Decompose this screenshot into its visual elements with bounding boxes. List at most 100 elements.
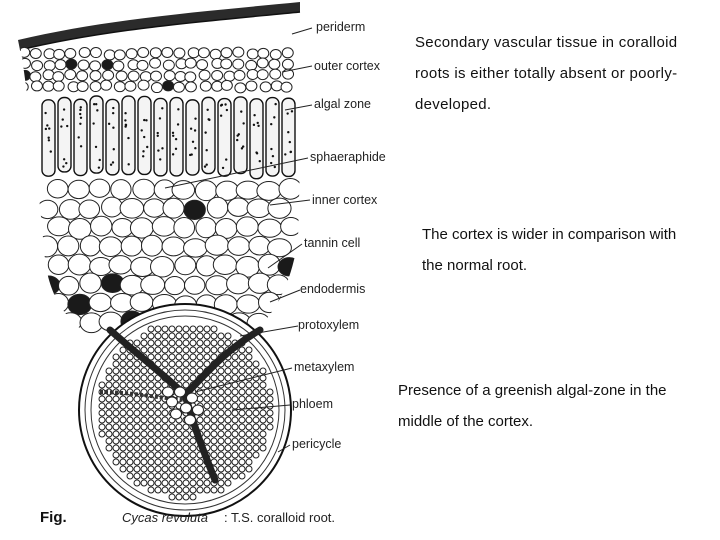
phloem-cell: [231, 458, 239, 466]
phloem-cell: [182, 346, 190, 354]
phloem-cell: [217, 388, 225, 396]
cortex-cell: [58, 199, 82, 220]
cortex-cell: [140, 274, 166, 295]
algal-granule: [174, 147, 178, 151]
algal-granule: [97, 166, 101, 169]
phloem-cell: [182, 332, 190, 340]
phloem-cell: [182, 472, 190, 480]
phloem-cell: [238, 360, 246, 368]
phloem-cell: [217, 437, 225, 445]
phloem-cell: [112, 458, 120, 466]
phloem-cell: [252, 381, 260, 389]
cortex-cell: [197, 47, 210, 59]
algal-granule: [286, 112, 289, 115]
phloem-cell: [203, 346, 211, 354]
phloem-cell: [224, 416, 232, 424]
phloem-cell: [147, 479, 155, 487]
phloem-cell: [182, 465, 190, 473]
phloem-cell: [182, 381, 190, 389]
cortex-cell: [36, 311, 61, 333]
note-cortex-width: The cortex is wider in comparison with t…: [422, 219, 717, 281]
cortex-cell: [46, 179, 69, 199]
algal-granule: [258, 159, 261, 163]
phloem-cell: [119, 381, 127, 389]
algal-granule: [79, 116, 83, 119]
phloem-cell: [210, 416, 218, 424]
phloem-cell: [238, 381, 246, 389]
algal-granule: [62, 108, 66, 111]
phloem-cell: [140, 479, 148, 487]
algal-granule: [290, 110, 294, 113]
cortex-cell: [204, 234, 230, 256]
phloem-cell: [147, 444, 155, 452]
cortex-cell: [227, 236, 251, 256]
phloem-cell: [105, 423, 113, 431]
cortex-cell: [120, 235, 143, 257]
cortex-cell: [98, 236, 123, 257]
algal-granule: [236, 138, 239, 142]
cortex-cell: [281, 58, 294, 70]
cortex-cell: [246, 68, 259, 80]
phloem-cell: [189, 353, 197, 361]
phloem-cell: [133, 430, 141, 438]
cortex-cell: [47, 292, 70, 314]
cortex-cell: [78, 46, 91, 58]
phloem-cell: [245, 388, 253, 396]
cortex-cell: [266, 274, 290, 296]
phloem-cell: [217, 409, 225, 417]
phloem-cell: [203, 332, 211, 340]
cortex-cell: [76, 80, 89, 92]
phloem-cell: [154, 430, 162, 438]
note-line: Presence of a greenish algal-zone in the: [398, 382, 667, 399]
phloem-cell: [175, 486, 183, 494]
phloem-cell: [133, 472, 141, 480]
note-line: the normal root.: [422, 257, 528, 274]
phloem-cell: [168, 444, 176, 452]
phloem-cell: [252, 395, 260, 403]
algal-granule: [156, 131, 159, 135]
phloem-cell: [154, 423, 162, 431]
phloem-cell: [203, 353, 211, 361]
phloem-cell: [161, 458, 169, 466]
xylem-arm: [99, 390, 186, 402]
phloem-cell: [189, 493, 197, 501]
phloem-cell: [119, 374, 127, 382]
tannin-cell: [65, 58, 78, 70]
cortex-cell: [211, 70, 224, 82]
phloem-cell: [238, 430, 246, 438]
phloem-cell: [147, 437, 155, 445]
algal-granule: [240, 147, 244, 150]
phloem-cell: [175, 458, 183, 466]
phloem-cell: [161, 360, 169, 368]
algal-granule: [194, 147, 197, 150]
figure-caption-text: : T.S. coralloid root.: [224, 510, 335, 525]
phloem-cell: [238, 388, 246, 396]
phloem-cell: [126, 458, 134, 466]
phloem-cell: [140, 402, 148, 410]
phloem-cell: [161, 416, 169, 424]
metaxylem-vessel: [184, 414, 196, 426]
phloem-cell: [245, 409, 253, 417]
phloem-cell: [196, 346, 204, 354]
label-algal-zone: algal zone: [314, 97, 371, 111]
algal-cell: [249, 98, 264, 180]
metaxylem-vessel: [192, 404, 204, 416]
periderm-layer: [18, 2, 301, 51]
phloem-cell: [224, 339, 232, 347]
tannin-cell: [101, 59, 114, 71]
cortex-cell: [143, 198, 166, 218]
phloem-cell: [105, 430, 113, 438]
algal-granule: [257, 124, 260, 128]
phloem-cell: [161, 479, 169, 487]
cortex-cell: [64, 69, 77, 81]
phloem-cell: [182, 339, 190, 347]
phloem-cell: [147, 409, 155, 417]
phloem-cell: [217, 486, 225, 494]
phloem-cell: [252, 367, 260, 375]
phloem-cell: [189, 325, 197, 333]
phloem-cell: [252, 423, 260, 431]
phloem-cell: [147, 353, 155, 361]
algal-granule: [79, 106, 82, 109]
algal-granule: [124, 119, 127, 122]
phloem-cell: [252, 430, 260, 438]
